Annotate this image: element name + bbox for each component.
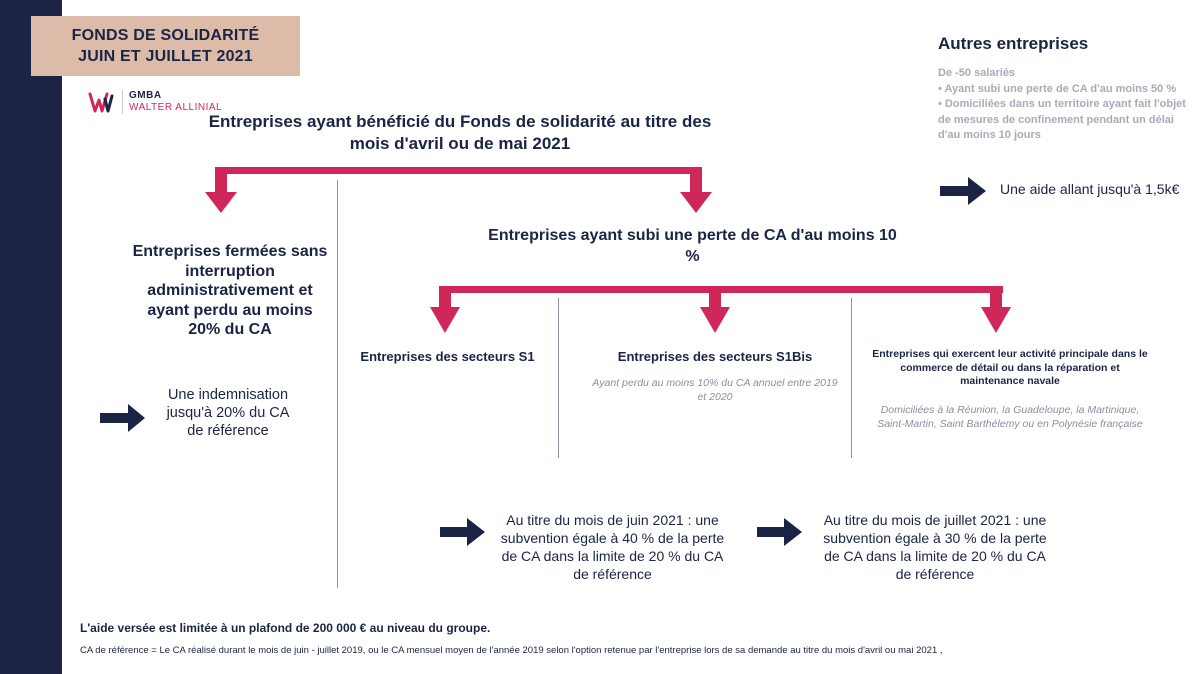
commerce-heading: Entreprises qui exercent leur activité p… (872, 348, 1148, 387)
criteria-item: • Ayant subi une perte de CA d'au moins … (938, 82, 1177, 95)
logo-mark-icon (88, 92, 114, 113)
page-title-line1: FONDS DE SOLIDARITÉ (71, 27, 260, 44)
navy-arrow-july (757, 518, 802, 546)
company-logo: GMBA WALTER ALLINIAL (88, 90, 222, 114)
other-businesses-title: Autres entreprises (938, 34, 1089, 53)
divider-vertical-main (337, 180, 338, 588)
navy-arrow-closed (100, 404, 145, 432)
navy-arrow-june (440, 518, 485, 546)
june-aid-text: Au titre du mois de juin 2021 : une subv… (500, 512, 725, 582)
july-aid-text: Au titre du mois de juillet 2021 : une s… (823, 512, 1047, 582)
logo-line2: WALTER ALLINIAL (129, 102, 223, 113)
footer-plafond: L'aide versée est limitée à un plafond d… (80, 621, 491, 635)
closed-businesses-heading: Entreprises fermées sans interruption ad… (132, 243, 328, 338)
page-title-box: FONDS DE SOLIDARITÉ JUIN ET JUILLET 2021 (31, 16, 300, 76)
closed-businesses-aid: Une indemnisation jusqu'à 20% du CA de r… (166, 387, 290, 439)
footer-ca-reference: CA de référence = Le CA réalisé durant l… (80, 645, 943, 656)
logo-line1: GMBA (129, 90, 162, 101)
divider-vertical-s1bis (851, 298, 852, 458)
main-heading: Entreprises ayant bénéficié du Fonds de … (208, 112, 712, 153)
other-businesses-criteria: De -50 salariés • Ayant subi une perte d… (938, 66, 1188, 144)
sector-s1bis-note: Ayant perdu au moins 10% du CA annuel en… (592, 377, 838, 403)
page-title-line2: JUIN ET JUILLET 2021 (78, 48, 253, 65)
other-businesses-aid: Une aide allant jusqu'à 1,5k€ (1000, 181, 1180, 197)
sector-s1-heading: Entreprises des secteurs S1 (360, 349, 535, 364)
left-sidebar-bar (0, 0, 62, 674)
divider-vertical-s1 (558, 298, 559, 458)
sector-s1bis-heading: Entreprises des secteurs S1Bis (617, 349, 813, 364)
criteria-item: • Domiciliées dans un territoire ayant f… (938, 98, 1186, 141)
navy-arrow-autres (940, 177, 986, 205)
commerce-note: Domiciliées à la Réunion, la Guadeloupe,… (877, 404, 1143, 430)
revenue-loss-heading: Entreprises ayant subi une perte de CA d… (488, 227, 897, 265)
criteria-item: De -50 salariés (938, 67, 1016, 79)
